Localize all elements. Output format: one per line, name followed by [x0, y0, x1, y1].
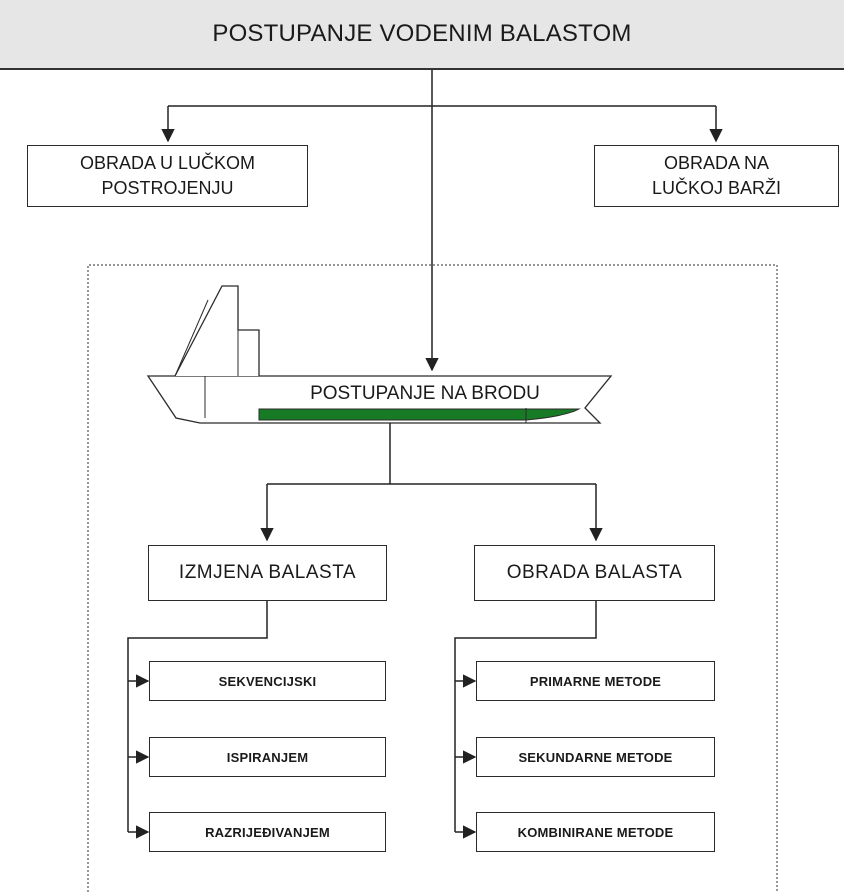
ballast-exchange-box: IZMJENA BALASTA: [148, 545, 387, 601]
port-facility-treatment-box: OBRADA U LUČKOM POSTROJENJU: [27, 145, 308, 207]
ship-superstructure: [174, 285, 260, 377]
method-sequential-box: SEKVENCIJSKI: [149, 661, 386, 701]
secondary-methods-box: SEKUNDARNE METODE: [476, 737, 715, 777]
ballast-treatment-box: OBRADA BALASTA: [474, 545, 715, 601]
diagram-title: POSTUPANJE VODENIM BALASTOM: [0, 0, 844, 70]
method-flow-through-box: ISPIRANJEM: [149, 737, 386, 777]
method-dilution-box: RAZRIJEĐIVANJEM: [149, 812, 386, 852]
port-barge-treatment-box: OBRADA NA LUČKOJ BARŽI: [594, 145, 839, 207]
ship-ballast-fill: [258, 408, 581, 421]
onboard-treatment-label: POSTUPANJE NA BRODU: [310, 383, 540, 404]
combined-methods-box: KOMBINIRANE METODE: [476, 812, 715, 852]
ship-icon: [146, 285, 613, 424]
onboard-dotted-frame: [87, 264, 778, 892]
primary-methods-box: PRIMARNE METODE: [476, 661, 715, 701]
